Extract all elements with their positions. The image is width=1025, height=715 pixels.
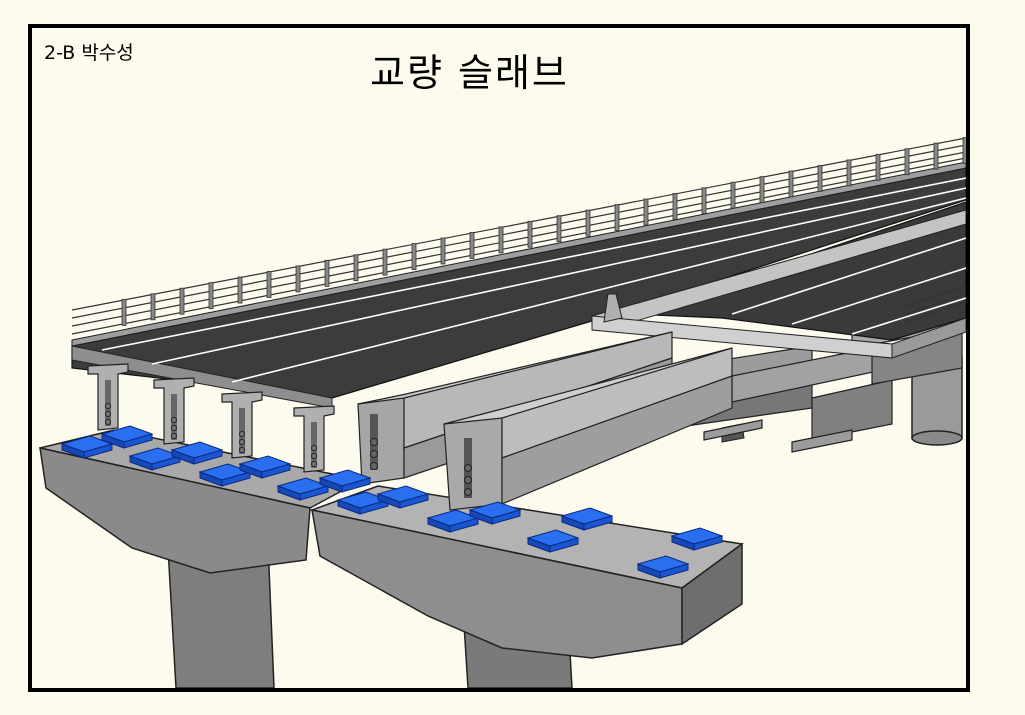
lane-lines bbox=[101, 177, 966, 383]
tendon-duct bbox=[239, 431, 245, 437]
tendon-duct bbox=[171, 417, 177, 423]
bearing-pad-side bbox=[299, 485, 329, 501]
tendon-duct bbox=[311, 461, 317, 467]
guard-rail-post bbox=[585, 209, 591, 237]
tendon-duct bbox=[105, 411, 111, 417]
author-label: 2-B 박수성 bbox=[44, 42, 134, 64]
guard-rail-post bbox=[469, 232, 475, 259]
bearing-pad-side bbox=[583, 515, 613, 531]
bearing-pad-side bbox=[123, 433, 153, 449]
guard-rail-post bbox=[672, 192, 678, 220]
bearing-pad-side bbox=[491, 509, 521, 525]
bearing-pad-side bbox=[449, 517, 479, 533]
guard-rail-post bbox=[904, 148, 910, 176]
guard-rail-post bbox=[382, 248, 388, 276]
page-title: 교량 슬래브 bbox=[370, 51, 569, 95]
median-barrier bbox=[603, 293, 623, 323]
guard-rail-post bbox=[788, 170, 794, 198]
tendon-duct bbox=[105, 419, 111, 425]
guard-rail-post bbox=[237, 276, 243, 304]
guard-rail-post bbox=[440, 237, 446, 265]
right-guard-rail bbox=[905, 285, 966, 323]
bearing-pads bbox=[60, 425, 724, 579]
illustration-frame: 2-B 박수성 교량 슬래브 bbox=[28, 24, 970, 692]
bearing-pad-side bbox=[261, 463, 291, 479]
guard-rail-post bbox=[179, 287, 185, 315]
bearing-pad-side bbox=[341, 477, 371, 493]
bearing-pad-side bbox=[399, 493, 429, 509]
guard-rail-post bbox=[846, 159, 852, 187]
bearing-pad-side bbox=[221, 471, 251, 487]
left-pier-cap-front bbox=[39, 447, 311, 574]
exposed-box-girders bbox=[357, 331, 733, 511]
guard-rail-post bbox=[208, 282, 214, 310]
guard-rail-post bbox=[701, 187, 707, 215]
guard-rail-post bbox=[295, 265, 301, 293]
bearing-pad-side bbox=[549, 537, 579, 553]
tendon-duct bbox=[171, 425, 177, 431]
bearing-pad-side bbox=[193, 449, 223, 465]
guard-rail-post bbox=[498, 226, 504, 254]
guard-rail-post bbox=[527, 220, 533, 248]
guard-rail-post bbox=[266, 271, 272, 298]
guard-rail-post bbox=[614, 204, 620, 231]
guard-rail-post bbox=[730, 181, 736, 209]
tendon-duct bbox=[239, 447, 245, 453]
center-pier-cap-end bbox=[681, 542, 743, 646]
guard-rail-posts bbox=[121, 137, 966, 326]
bearing-pad-side bbox=[659, 563, 689, 579]
guard-rail-post bbox=[962, 137, 966, 164]
tendon-duct bbox=[311, 453, 317, 459]
guard-rail-post bbox=[150, 293, 156, 321]
guard-rail-post bbox=[643, 198, 649, 226]
bridge-slab-illustration bbox=[39, 137, 966, 688]
precast-girders bbox=[87, 363, 335, 473]
tendon-duct bbox=[311, 445, 317, 451]
guard-rail-post bbox=[759, 176, 765, 204]
tendon-duct bbox=[105, 403, 111, 409]
guard-rail-post bbox=[875, 153, 881, 181]
tendon-duct bbox=[171, 433, 177, 439]
guard-rail-post bbox=[817, 165, 823, 192]
road-deck bbox=[71, 161, 966, 409]
tendon-duct bbox=[239, 439, 245, 445]
guard-rail-post bbox=[933, 142, 939, 170]
bearing-pad-side bbox=[151, 455, 181, 471]
guard-rail-post bbox=[324, 259, 330, 287]
guard-rail-post bbox=[121, 298, 127, 326]
guard-rail-icon bbox=[71, 137, 966, 335]
bearing-pad-side bbox=[83, 443, 113, 459]
guard-rail-post bbox=[353, 254, 359, 282]
bearing-pad-side bbox=[359, 499, 389, 515]
guard-rail-post bbox=[411, 243, 417, 270]
bearing-pad-side bbox=[693, 535, 723, 551]
guard-rail-post bbox=[556, 215, 562, 243]
